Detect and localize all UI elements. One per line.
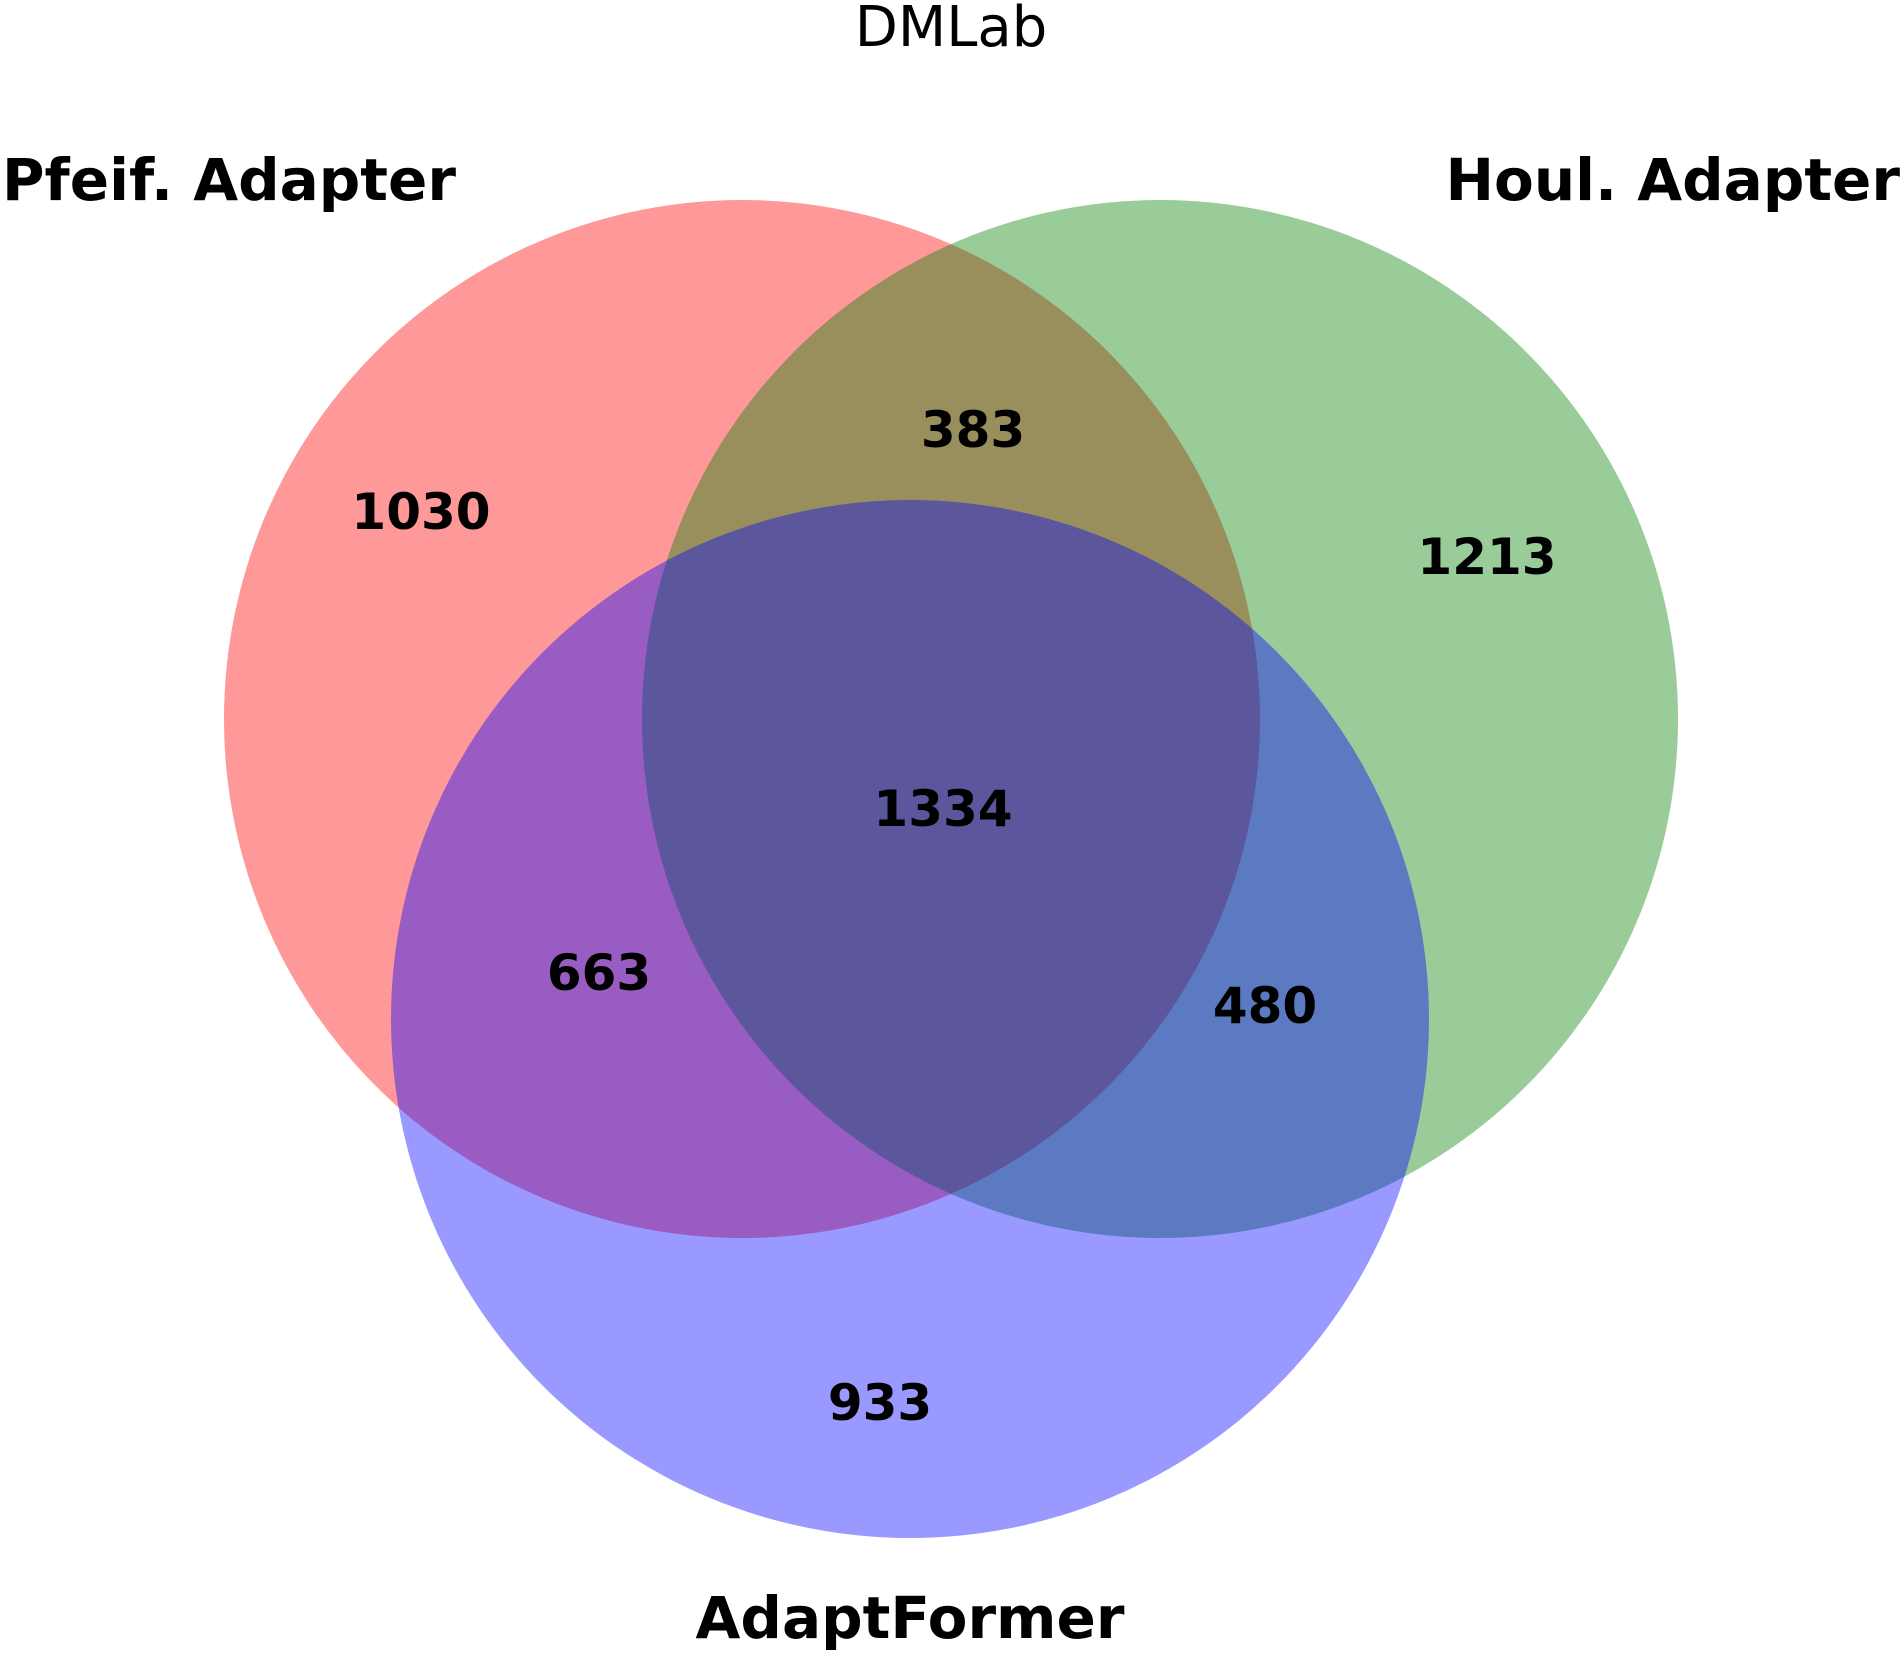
circle-adaptformer (391, 500, 1429, 1538)
region-count-houl-only: 1213 (1417, 528, 1556, 586)
region-count-adaptformer-only: 933 (828, 1374, 932, 1432)
chart-title: DMLab (855, 0, 1048, 60)
region-count-pfeif-adaptformer: 663 (547, 944, 651, 1002)
circle-houl-adapter (642, 200, 1678, 1238)
region-count-pfeif-houl: 383 (921, 401, 1025, 459)
region-count-houl-adaptformer: 480 (1213, 977, 1317, 1035)
set-label-houl-adapter: Houl. Adapter (1445, 146, 1900, 214)
venn-circles (224, 200, 1678, 1538)
circle-pfeif-adapter (224, 200, 1260, 1238)
region-count-pfeif-only: 1030 (351, 483, 490, 541)
set-label-pfeif-adapter: Pfeif. Adapter (2, 146, 456, 214)
region-count-all-three: 1334 (873, 780, 1012, 838)
set-label-adaptformer: AdaptFormer (696, 1584, 1125, 1652)
